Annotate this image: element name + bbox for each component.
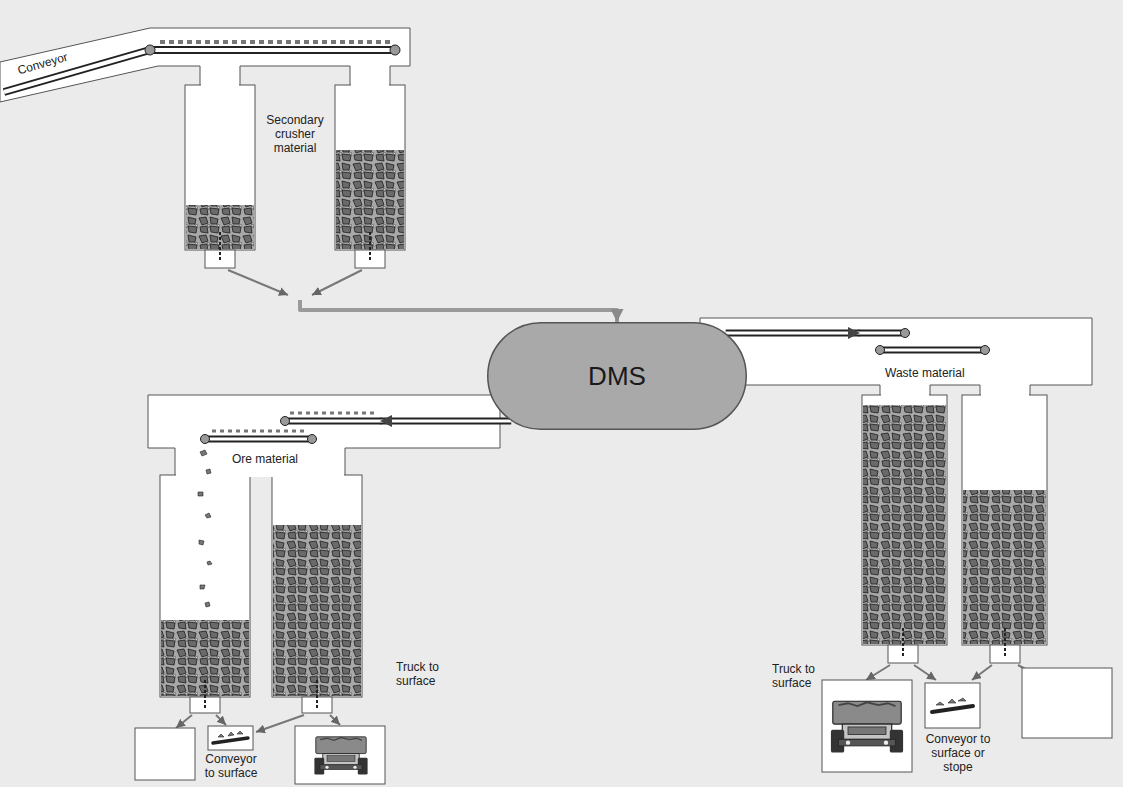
- small-conveyor-rocks: [936, 698, 966, 705]
- node-label: DMS: [588, 361, 646, 391]
- waste-rock: [963, 490, 1046, 644]
- conveyor-chamber: [925, 683, 980, 728]
- conveyor-belt: [205, 436, 312, 443]
- bin-opening: [176, 473, 344, 477]
- waste-tunnel: [700, 318, 1092, 396]
- conveyor-chamber: [208, 726, 253, 750]
- waste-area: Waste material: [860, 318, 1092, 658]
- bin-opening: [881, 393, 929, 397]
- destination-label: Truck to surface: [396, 660, 442, 688]
- storage-bin: [862, 395, 947, 645]
- truck-chamber: [295, 726, 385, 784]
- conveyor-roller: [981, 346, 990, 355]
- chain: [1004, 628, 1006, 658]
- conveyor-roller: [876, 346, 885, 355]
- node-label: Waste material: [885, 366, 980, 380]
- small-conveyor-rocks: [218, 731, 243, 737]
- label-holder: Conveyor: [16, 45, 87, 78]
- small-conveyor: [932, 706, 973, 712]
- flow-arrow: [330, 715, 340, 725]
- conveyor-belt-inner: [880, 349, 985, 352]
- destination-label: Conveyor to surface or stope: [916, 732, 1000, 774]
- flow-arrow: [914, 665, 936, 680]
- flow-arrow: [972, 665, 992, 680]
- destination-label: Conveyor to surface: [200, 752, 262, 780]
- arrow-carrier: [300, 300, 617, 322]
- label-holder: Truck to surface: [396, 660, 442, 688]
- falling-ore: [198, 450, 212, 607]
- conveyor-belt-inner: [205, 438, 312, 441]
- arrow-carrier: [380, 421, 511, 422]
- conveyor-rocks: [290, 412, 375, 415]
- conveyor-roller: [390, 45, 400, 55]
- conveyor-rocks: [212, 430, 305, 433]
- conveyor-roller: [281, 417, 290, 426]
- waste-rock: [863, 405, 946, 644]
- ore-rock: [161, 620, 249, 696]
- flow-arrow: [312, 270, 362, 295]
- node-label: Secondary crusher material: [260, 113, 330, 155]
- stadium-fill: [488, 323, 747, 430]
- belt-inner: [380, 420, 511, 423]
- chain: [204, 680, 206, 708]
- haul-truck: [831, 701, 903, 752]
- crusher-area: Secondary crusher material: [180, 80, 415, 300]
- connector-line: [300, 300, 617, 322]
- empty-chamber: [1022, 668, 1112, 738]
- chain: [316, 680, 318, 708]
- conveyor-belt: [860, 330, 905, 337]
- conveyor-connector: [380, 421, 511, 422]
- storage-bin: [272, 475, 362, 697]
- small-conveyor: [213, 738, 248, 743]
- conveyor-connector: [726, 333, 860, 334]
- conveyor-roller: [901, 329, 910, 338]
- belt-inner: [726, 332, 860, 335]
- bin-opening: [981, 393, 1029, 397]
- ore-rock: [273, 525, 361, 696]
- ore-tunnel: [148, 395, 500, 476]
- feed-line: [300, 300, 617, 322]
- dms-vessel: DMS: [487, 322, 747, 430]
- arrow-carrier: [726, 333, 860, 334]
- flow-arrow: [228, 270, 288, 295]
- label-holder: Conveyor to surface: [200, 752, 262, 780]
- storage-bin: [962, 395, 1047, 645]
- conveyor-roller: [145, 45, 155, 55]
- conveyor-belt-inner: [860, 332, 905, 335]
- destination-label: Truck to surface: [772, 662, 818, 690]
- conveyor-belt-inner: [285, 420, 380, 423]
- haul-truck: [314, 737, 367, 775]
- ore-area: Ore material: [150, 395, 380, 715]
- chain: [369, 232, 371, 262]
- empty-chamber: [135, 728, 195, 780]
- flow-arrow: [216, 715, 226, 725]
- conveyor-belt: [285, 418, 380, 425]
- truck-chamber: [822, 680, 912, 772]
- label-holder: Conveyor to surface or stope: [916, 732, 1000, 774]
- node-label: Ore material: [232, 452, 312, 466]
- connector-line: [726, 330, 860, 337]
- storage-bin: [335, 85, 405, 250]
- conveyor-rocks: [160, 40, 390, 44]
- chain: [902, 628, 904, 658]
- drawing-part: [198, 450, 212, 607]
- storage-bin: [185, 85, 255, 250]
- flow-arrow: [176, 715, 192, 728]
- chain: [219, 232, 221, 262]
- label-holder: Truck to surface: [772, 662, 818, 690]
- bin-opening: [351, 83, 389, 87]
- conveyor-label: Conveyor: [16, 45, 87, 78]
- bin-opening: [201, 83, 239, 87]
- flow-arrow: [866, 665, 890, 680]
- conveyor-belt: [880, 347, 985, 354]
- conveyor-roller: [201, 435, 210, 444]
- conveyor-roller: [308, 435, 317, 444]
- connector-line: [380, 418, 511, 425]
